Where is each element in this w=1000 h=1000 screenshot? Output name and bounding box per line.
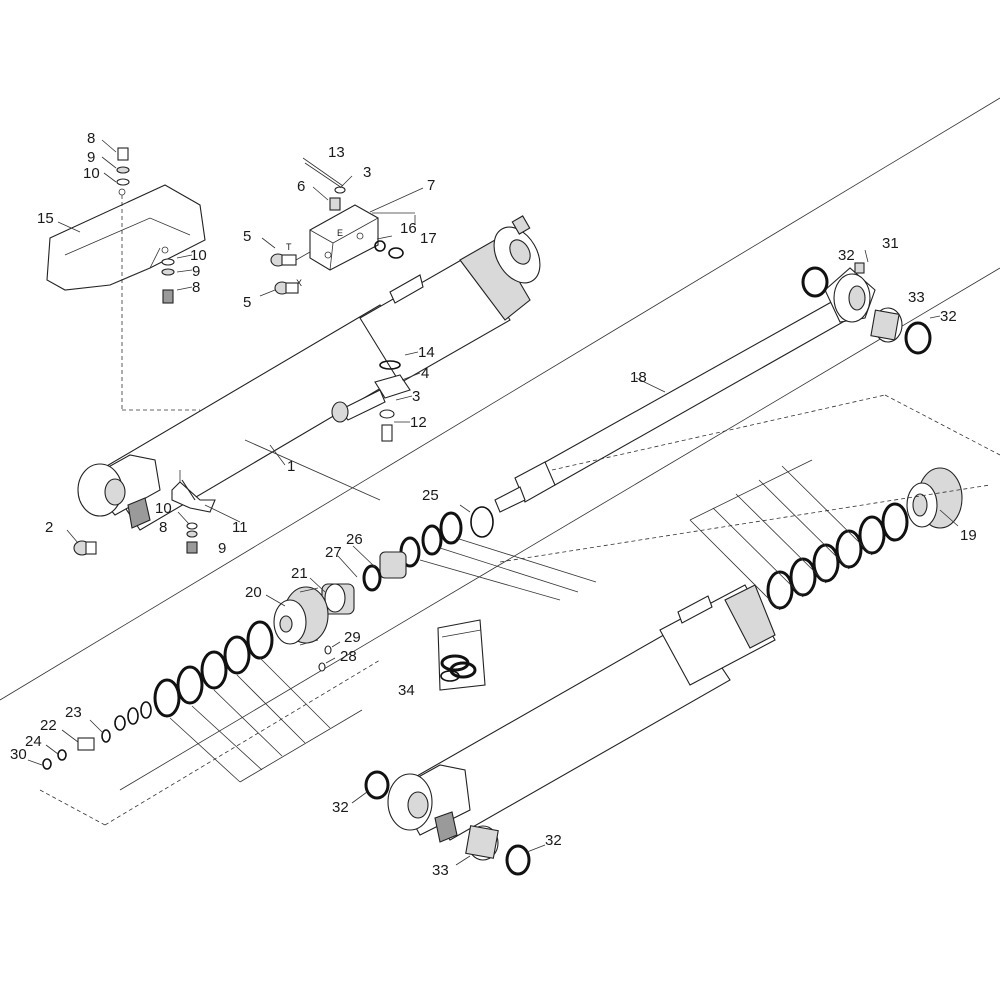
callout-23: 23 (65, 704, 82, 721)
callout-10-clamp: 10 (155, 500, 172, 517)
callout-30: 30 (10, 746, 27, 763)
seal-ring-row-right (766, 467, 963, 610)
callout-10-top: 10 (83, 165, 100, 182)
callout-25: 25 (422, 487, 439, 504)
bolt-group-top (101, 139, 193, 304)
callout-22: 22 (40, 717, 57, 734)
callout-14: 14 (418, 344, 435, 361)
separator-lines (0, 97, 1000, 791)
callout-32-cyl-right: 32 (545, 832, 562, 849)
cylinder-assembly-lower (364, 584, 776, 876)
clamp-11 (171, 479, 241, 554)
callout-34: 34 (398, 682, 415, 699)
callout-33-cyl: 33 (432, 862, 449, 879)
leader-lines-right (419, 459, 991, 611)
leader-lines-misc (27, 175, 959, 866)
callout-6: 6 (297, 178, 305, 195)
port-mark-e: E (337, 228, 343, 238)
callout-32-cyl-left: 32 (332, 799, 349, 816)
callout-15: 15 (37, 210, 54, 227)
callout-24: 24 (25, 733, 42, 750)
callout-19: 19 (960, 527, 977, 544)
callout-32-rod-left: 32 (838, 247, 855, 264)
small-parts-28-29 (318, 641, 341, 672)
callout-10-bracket: 10 (190, 247, 207, 264)
callout-12: 12 (410, 414, 427, 431)
callout-9-bracket: 9 (192, 263, 200, 280)
leader-lines-lower (39, 657, 381, 826)
callout-21: 21 (291, 565, 308, 582)
callout-3-hose: 3 (412, 388, 420, 405)
callout-8-clamp: 8 (159, 519, 167, 536)
callout-31: 31 (882, 235, 899, 252)
port-mark-x: X (296, 278, 302, 288)
bracket-15 (46, 184, 206, 411)
seal-kit-bag (437, 619, 486, 691)
callout-labels: 8 9 10 15 10 9 8 13 3 6 7 5 5 16 17 14 4… (10, 130, 977, 879)
callout-27: 27 (325, 544, 342, 561)
seal-ring-row-lower (42, 620, 274, 770)
hose-fitting-4 (331, 360, 411, 442)
fitting-2 (73, 540, 97, 556)
callout-9-top: 9 (87, 149, 95, 166)
callout-11: 11 (232, 519, 248, 536)
cylinder-assembly-1 (77, 215, 541, 531)
callout-8-bracket: 8 (192, 279, 200, 296)
piston-rod-18 (494, 262, 1000, 513)
callout-4: 4 (421, 365, 429, 382)
callout-2: 2 (45, 519, 53, 536)
callout-20: 20 (245, 584, 262, 601)
callout-1: 1 (287, 458, 295, 475)
callout-29: 29 (344, 629, 361, 646)
seal-ring-row-middle (321, 506, 494, 615)
callout-28: 28 (340, 648, 357, 665)
callout-33-rod: 33 (908, 289, 925, 306)
callout-13: 13 (328, 144, 345, 161)
callout-5-lower: 5 (243, 294, 251, 311)
callout-9-clamp: 9 (218, 540, 226, 557)
callout-32-rod-right: 32 (940, 308, 957, 325)
callout-16: 16 (400, 220, 417, 237)
valve-block-7: E T X (270, 157, 416, 295)
callout-17: 17 (420, 230, 437, 247)
port-mark-t: T (286, 242, 292, 252)
callout-26: 26 (346, 531, 363, 548)
callout-5-upper: 5 (243, 228, 251, 245)
callout-8-top: 8 (87, 130, 95, 147)
piston-20 (273, 586, 329, 646)
callout-7: 7 (427, 177, 435, 194)
callout-3-valve: 3 (363, 164, 371, 181)
callout-18: 18 (630, 369, 647, 386)
